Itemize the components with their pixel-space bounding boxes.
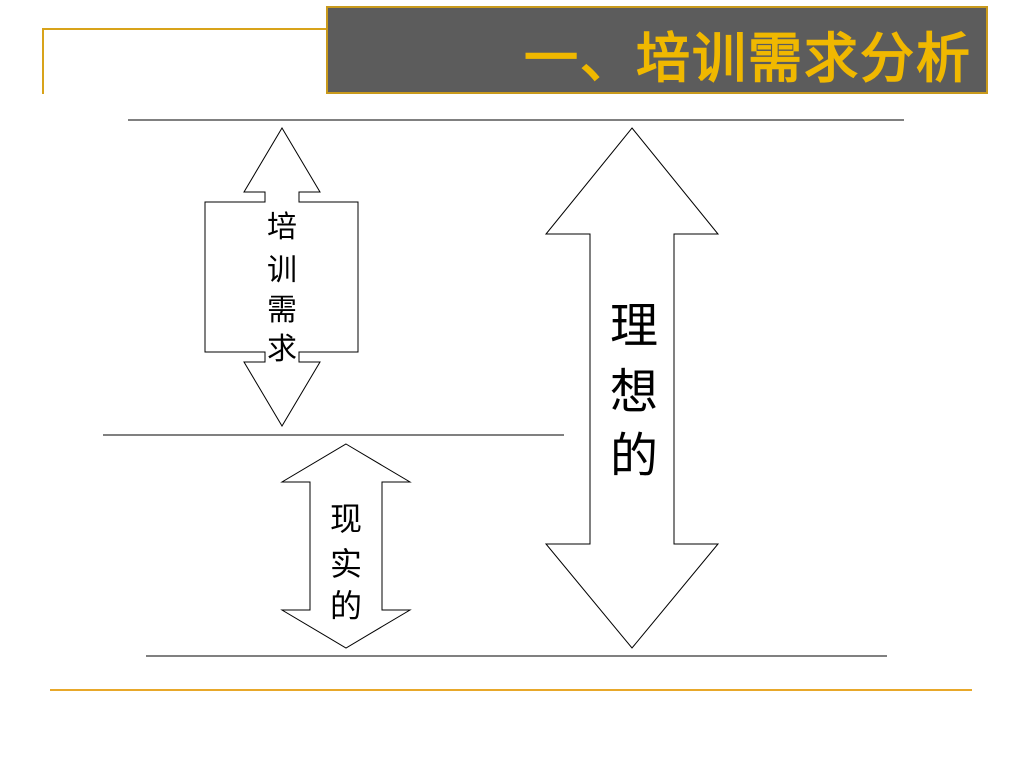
- training-need-char: 需: [267, 293, 297, 328]
- title-bar: 一、培训需求分析: [326, 6, 988, 94]
- ideal-arrow: [544, 127, 720, 649]
- ideal-char: 想: [610, 364, 658, 420]
- bottom-accent-rule: [50, 689, 972, 691]
- training-need-arrow: [204, 127, 359, 427]
- ideal-label: 理 想 的: [610, 298, 658, 484]
- training-need-char: 培: [267, 210, 297, 245]
- title-corner-bracket: [42, 28, 344, 94]
- training-need-char: 求: [267, 332, 297, 367]
- training-need-char: 训: [267, 253, 297, 288]
- reality-char: 现: [330, 500, 362, 538]
- reality-char: 的: [330, 587, 362, 625]
- reality-label: 现 实 的: [330, 500, 362, 625]
- reality-arrow: [280, 443, 412, 649]
- ideal-char: 的: [610, 428, 658, 484]
- slide-title: 一、培训需求分析: [524, 27, 972, 90]
- ideal-char: 理: [610, 298, 658, 354]
- reality-char: 实: [330, 545, 362, 583]
- training-need-label: 培 训 需 求: [267, 210, 297, 367]
